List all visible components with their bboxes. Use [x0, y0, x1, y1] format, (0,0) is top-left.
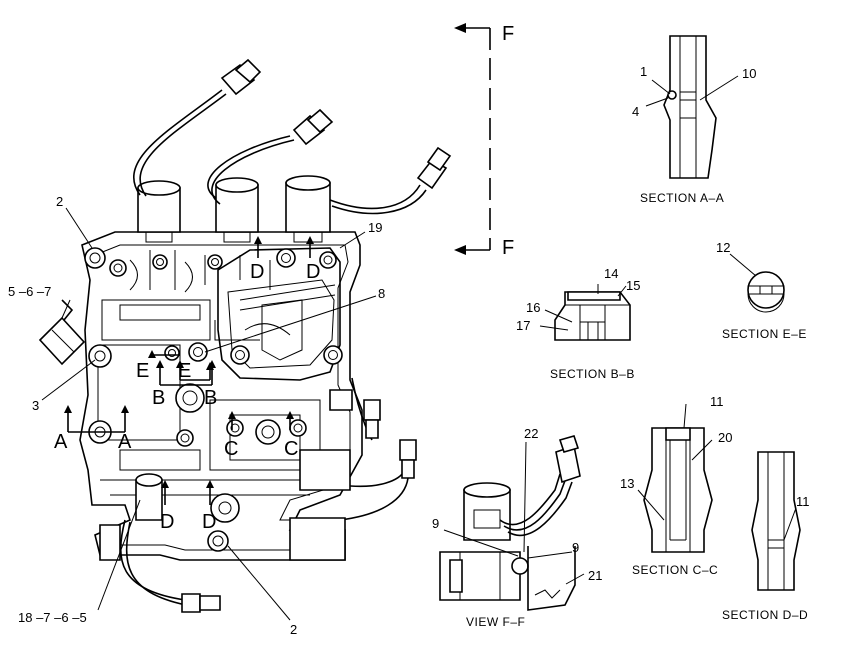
- section-d-d-detail: [751, 451, 801, 591]
- solenoid-bottom: [289, 517, 346, 561]
- section-letter-d-top-left: D: [250, 261, 264, 283]
- leader-lines: [41, 207, 377, 621]
- callout-8: 8: [378, 286, 385, 301]
- view-f-f-title: VIEW F–F: [466, 615, 525, 629]
- section-letter-d-bottom-right: D: [202, 511, 216, 533]
- section-letter-d-bottom-left: D: [160, 511, 174, 533]
- section-letter-d-top-right: D: [306, 261, 320, 283]
- callout-10: 10: [742, 66, 756, 81]
- callout-4: 4: [632, 104, 639, 119]
- callout-5-6-7: 5 –6 –7: [8, 284, 51, 299]
- callout-19: 19: [368, 220, 382, 235]
- callout-14: 14: [604, 266, 618, 281]
- section-e-e-title: SECTION E–E: [722, 327, 807, 341]
- section-a-a-detail: [645, 35, 739, 179]
- section-letter-f-bottom: F: [502, 237, 514, 259]
- callout-1: 1: [640, 64, 647, 79]
- callout-22: 22: [524, 426, 538, 441]
- callout-17: 17: [516, 318, 530, 333]
- callout-3: 3: [32, 398, 39, 413]
- section-b-b-title: SECTION B–B: [550, 367, 635, 381]
- section-letter-c-left: C: [224, 438, 238, 460]
- section-c-c-title: SECTION C–C: [632, 563, 718, 577]
- section-c-c-detail: [637, 403, 713, 553]
- callout-21: 21: [588, 568, 602, 583]
- wire-connectors: [181, 58, 452, 613]
- section-letter-c-right: C: [284, 438, 298, 460]
- callout-20: 20: [718, 430, 732, 445]
- callout-16: 16: [526, 300, 540, 315]
- section-letter-a-right: A: [118, 431, 132, 453]
- section-letter-b-right: B: [204, 387, 217, 409]
- section-letter-e-right: E: [178, 360, 191, 382]
- solenoid-coils: [137, 175, 331, 243]
- section-letter-e-left: E: [136, 360, 149, 382]
- callout-18-7-6-5: 18 –7 –6 –5: [18, 610, 87, 625]
- callout-12: 12: [716, 240, 730, 255]
- pressure-fitting: [38, 316, 86, 366]
- section-e-e-detail: [729, 253, 785, 313]
- section-b-b-detail: [539, 284, 631, 341]
- callout-11-c: 11: [710, 394, 724, 409]
- section-letter-f-top: F: [502, 23, 514, 45]
- callout-13: 13: [620, 476, 634, 491]
- section-letter-b-left: B: [152, 387, 165, 409]
- callout-2-bottom: 2: [290, 622, 297, 637]
- section-d-d-title: SECTION D–D: [722, 608, 808, 622]
- main-assembly: [38, 58, 452, 613]
- view-f-f-detail: [439, 435, 585, 611]
- callout-11-d: 11: [796, 494, 810, 509]
- callout-9-right: 9: [572, 540, 579, 555]
- solenoid-lower-right: [299, 449, 351, 491]
- section-cut-markers: [64, 236, 314, 505]
- callout-15: 15: [626, 278, 640, 293]
- section-a-a-title: SECTION A–A: [640, 191, 724, 205]
- wire-harness: [119, 89, 427, 606]
- view-f-cut-line: [454, 23, 491, 255]
- callout-2-top: 2: [56, 194, 63, 209]
- callout-9-left: 9: [432, 516, 439, 531]
- section-letter-a-left: A: [54, 431, 68, 453]
